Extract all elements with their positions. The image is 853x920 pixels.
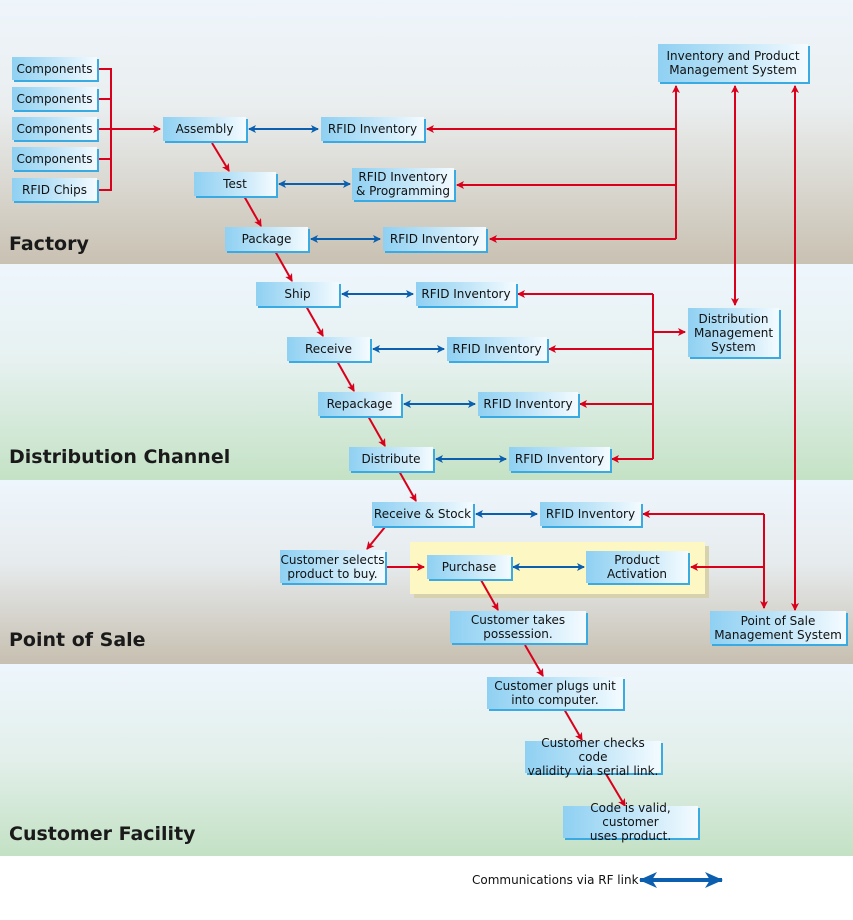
node-customer-plugs-unit: Customer plugs unit into computer. bbox=[487, 677, 623, 709]
node-rfid-inventory-receive: RFID Inventory bbox=[447, 337, 547, 361]
zone-customer-facility: Customer Facility bbox=[0, 664, 853, 856]
flow-purchase-to-customer-takes bbox=[480, 579, 499, 611]
node-code-valid: Code is valid, customer uses product. bbox=[563, 801, 698, 843]
flow-checks-to-valid bbox=[605, 773, 626, 807]
node-inventory-product-management-system: Inventory and Product Management System bbox=[658, 44, 808, 82]
node-customer-takes-possession: Customer takes possession. bbox=[450, 611, 586, 643]
node-test: Test bbox=[194, 172, 276, 196]
flow-plugs-to-checks bbox=[563, 708, 583, 741]
flow-distribute-to-receive-stock bbox=[398, 470, 417, 502]
zone-label-distribution: Distribution Channel bbox=[9, 446, 231, 468]
flow-customer-takes-to-plugs bbox=[524, 644, 544, 677]
node-package: Package bbox=[225, 227, 308, 251]
node-distribution-management-system: Distribution Management System bbox=[688, 308, 779, 357]
flow-ship-to-receive bbox=[305, 305, 324, 337]
node-rfid-inventory-programming: RFID Inventory & Programming bbox=[352, 168, 454, 200]
node-ship: Ship bbox=[256, 282, 339, 306]
node-components-3: Components bbox=[12, 117, 97, 140]
node-customer-checks-code: Customer checks code validity via serial… bbox=[525, 736, 661, 778]
flow-test-to-package bbox=[243, 195, 262, 227]
node-receive: Receive bbox=[287, 337, 370, 361]
node-rfid-chips: RFID Chips bbox=[12, 178, 97, 201]
zone-label-customer-facility: Customer Facility bbox=[9, 823, 196, 845]
node-rfid-inventory-stock: RFID Inventory bbox=[540, 502, 641, 526]
node-assembly: Assembly bbox=[163, 117, 246, 141]
node-rfid-inventory-assembly: RFID Inventory bbox=[321, 117, 424, 141]
node-product-activation: Product Activation bbox=[586, 551, 688, 583]
flow-assembly-to-test bbox=[211, 142, 230, 172]
node-rfid-inventory-ship: RFID Inventory bbox=[416, 282, 516, 306]
flow-receive-stock-to-customer-selects bbox=[366, 526, 386, 550]
node-point-of-sale-management-system: Point of Sale Management System bbox=[710, 611, 846, 644]
flow-package-to-ship bbox=[274, 250, 293, 282]
node-receive-stock: Receive & Stock bbox=[372, 502, 473, 526]
legend-label: Communications via RF link bbox=[472, 873, 639, 887]
node-components-1: Components bbox=[12, 57, 97, 80]
flow-repackage-to-distribute bbox=[367, 415, 386, 447]
node-rfid-inventory-package: RFID Inventory bbox=[383, 227, 486, 251]
node-rfid-inventory-distribute: RFID Inventory bbox=[509, 447, 610, 471]
node-repackage: Repackage bbox=[318, 392, 401, 416]
node-customer-selects: Customer selects product to buy. bbox=[280, 550, 385, 583]
node-distribute: Distribute bbox=[349, 447, 433, 471]
node-components-4: Components bbox=[12, 147, 97, 170]
flow-receive-to-repackage bbox=[336, 360, 355, 392]
zone-label-point-of-sale: Point of Sale bbox=[9, 629, 146, 651]
node-components-2: Components bbox=[12, 87, 97, 110]
node-rfid-inventory-repackage: RFID Inventory bbox=[478, 392, 578, 416]
node-purchase: Purchase bbox=[427, 555, 511, 579]
zone-label-factory: Factory bbox=[9, 233, 89, 255]
